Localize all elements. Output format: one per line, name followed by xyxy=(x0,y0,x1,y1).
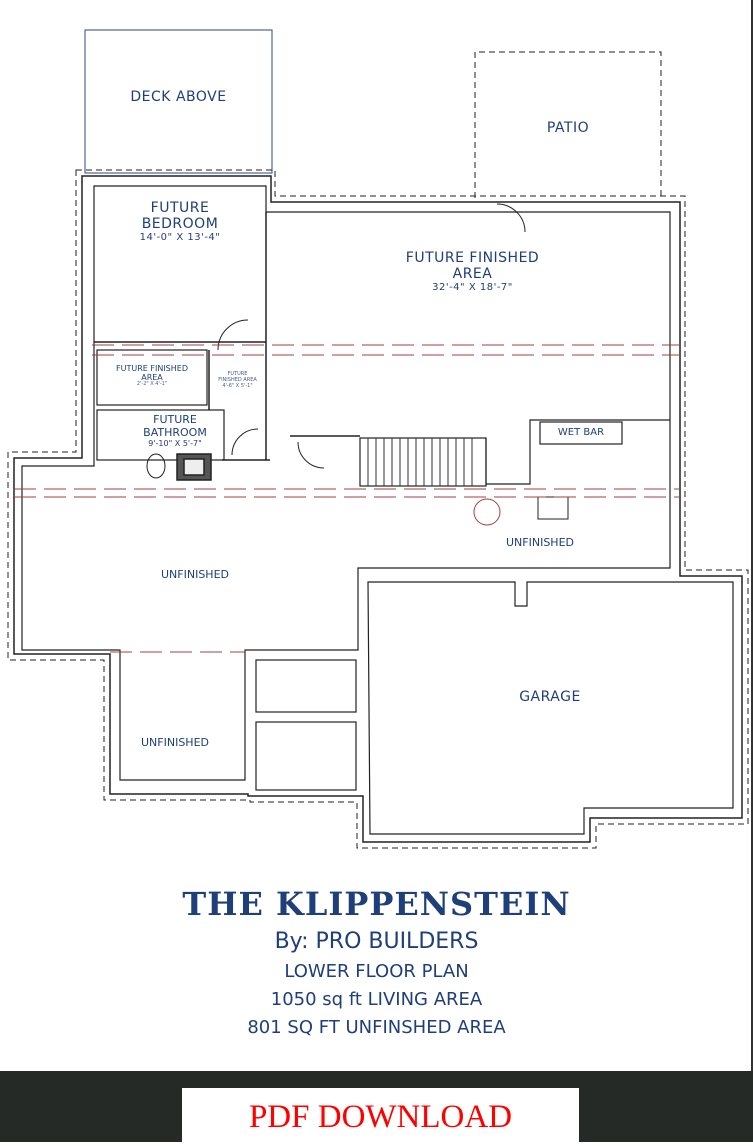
room-dims: 2'-2" X 4'-1" xyxy=(136,381,168,388)
room-name: FUTURE xyxy=(153,413,197,426)
label-wet-bar: WET BAR xyxy=(557,427,605,438)
room-name: BEDROOM xyxy=(141,216,219,233)
room-name: FUTURE xyxy=(227,371,248,377)
storage-wall-2 xyxy=(255,721,357,791)
wet-bar-counter xyxy=(539,421,623,445)
label-future-finished-area: FUTURE FINISHED AREA 32'-4" X 18'-7" xyxy=(370,250,575,294)
exterior-wall-inner xyxy=(21,185,671,781)
room-dims: 32'-4" X 18'-7" xyxy=(432,282,513,294)
unfinished-area: 801 SQ FT UNFINSHED AREA xyxy=(247,1017,506,1038)
storage-wall xyxy=(255,659,357,713)
footer-band: PDF DOWNLOAD xyxy=(0,1071,753,1142)
label-garage: GARAGE xyxy=(519,689,581,705)
plan-type: LOWER FLOOR PLAN xyxy=(284,961,469,982)
label-unfinished-bottom: UNFINISHED xyxy=(141,736,209,749)
room-dims: 4'-6" X 5'-1" xyxy=(222,382,253,389)
room-name: FINISHED AREA xyxy=(218,376,257,383)
room-name: FUTURE FINISHED xyxy=(405,250,540,266)
label-patio: PATIO xyxy=(546,120,590,136)
exterior-wall xyxy=(13,175,743,843)
label-deck-above: DECK ABOVE xyxy=(130,89,227,105)
room-dims: 14'-0" X 13'-4" xyxy=(139,232,221,244)
deck-outline xyxy=(84,29,273,174)
footing-outline xyxy=(7,169,749,849)
patio-outline xyxy=(474,51,662,198)
label-small-finished-area: FUTURE FINISHED AREA 2'-2" X 4'-1" xyxy=(97,364,207,388)
room-dims: 9'-10" X 5'-7" xyxy=(148,439,202,449)
label-unfinished-right: UNFINISHED xyxy=(506,536,574,549)
plan-name: THE KLIPPENSTEIN xyxy=(182,885,571,923)
label-future-bedroom: FUTURE BEDROOM 14'-0" X 13'-4" xyxy=(94,200,266,244)
stairs xyxy=(359,437,487,487)
floor-plan-drawing xyxy=(7,29,749,849)
garage-wall xyxy=(367,581,734,835)
room-name: BATHROOM xyxy=(143,425,207,439)
room-name: AREA xyxy=(141,373,163,383)
label-closet-finished-area: FUTURE FINISHED AREA 4'-6" X 5'-1" xyxy=(209,371,266,389)
builder: By: PRO BUILDERS xyxy=(274,929,479,954)
room-name: FUTURE FINISHED xyxy=(116,364,188,373)
label-future-bathroom: FUTURE BATHROOM 9'-10" X 5'-7" xyxy=(120,413,230,449)
room-name: AREA xyxy=(452,266,493,283)
pdf-download-button[interactable]: PDF DOWNLOAD xyxy=(182,1088,579,1142)
page-edge xyxy=(751,0,753,1071)
label-unfinished-left: UNFINISHED xyxy=(161,568,229,581)
living-area: 1050 sq ft LIVING AREA xyxy=(270,989,483,1010)
plan-title-block: THE KLIPPENSTEIN By: PRO BUILDERS LOWER … xyxy=(0,885,753,1038)
room-name: FUTURE xyxy=(150,200,210,216)
